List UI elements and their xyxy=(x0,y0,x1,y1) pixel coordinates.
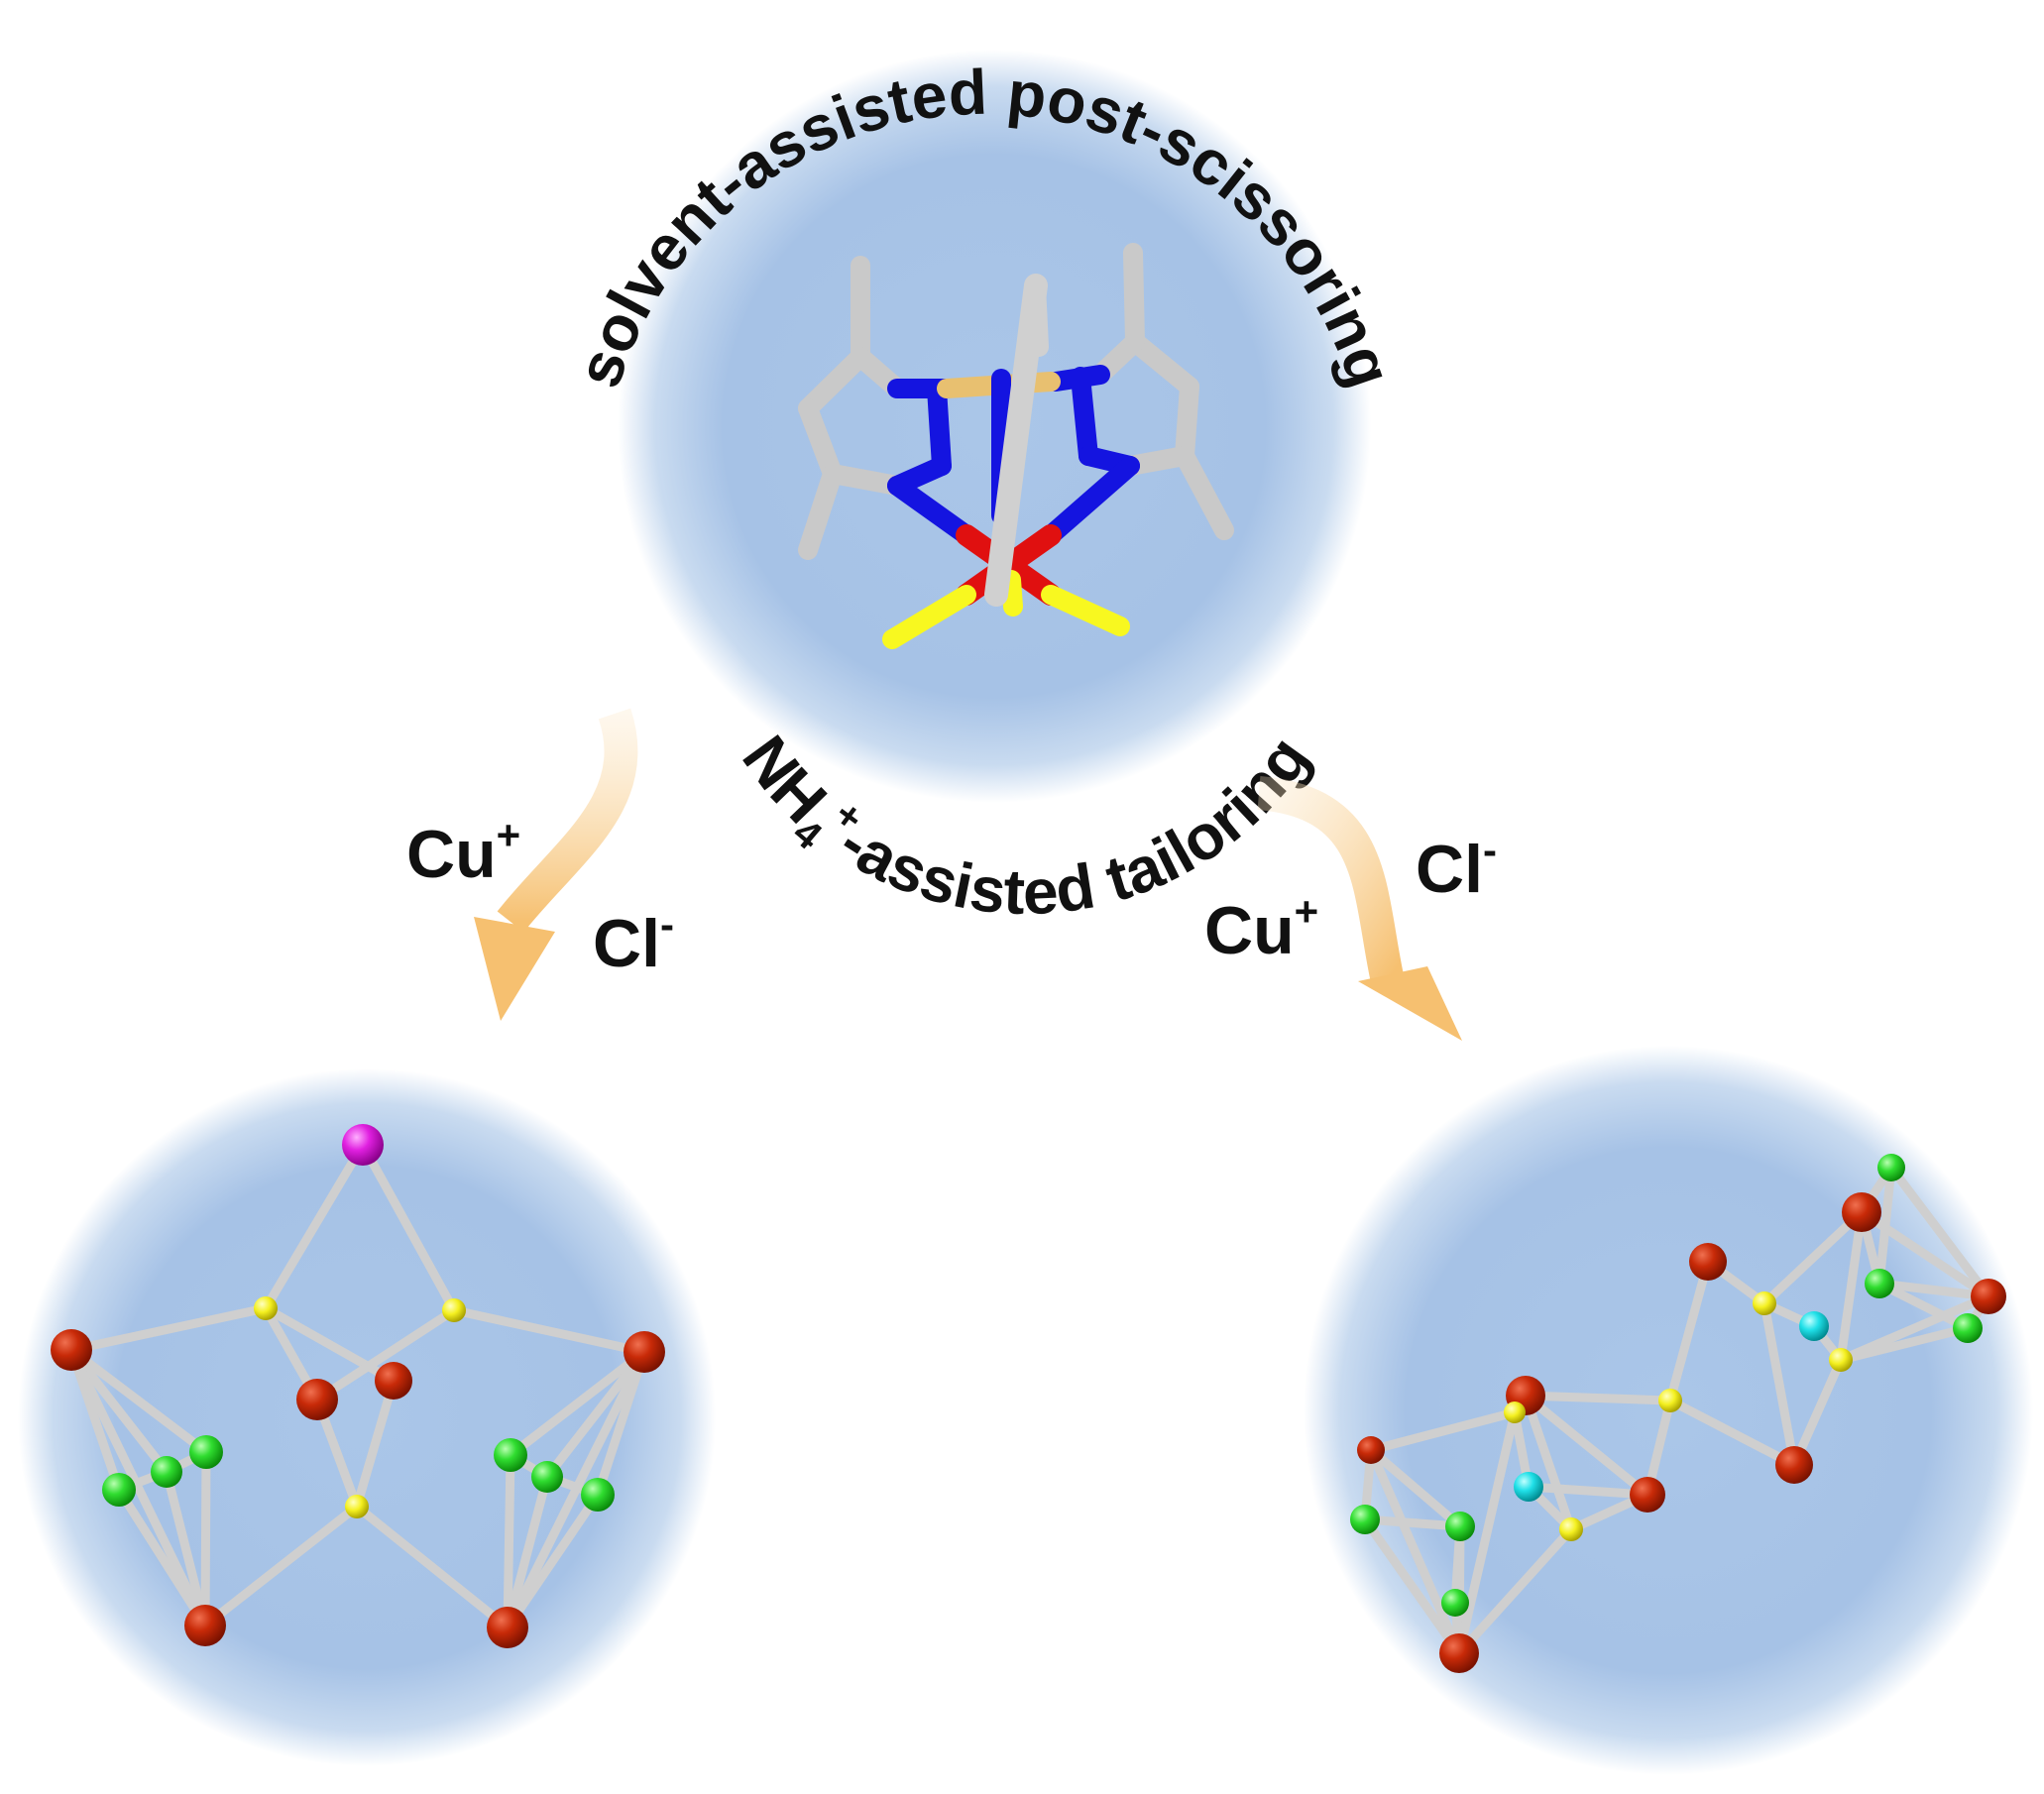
green-node xyxy=(531,1461,563,1493)
green-node xyxy=(1445,1512,1475,1541)
bond xyxy=(1360,1514,1464,1658)
red-node xyxy=(624,1331,665,1373)
cyan-node xyxy=(1799,1311,1829,1341)
yellow-node xyxy=(1829,1348,1853,1372)
bond xyxy=(503,1472,552,1632)
bond xyxy=(1760,1298,1799,1470)
bond xyxy=(542,1347,649,1482)
left-anion-label: Cl- xyxy=(593,901,674,981)
left-cluster xyxy=(51,1124,665,1648)
bond xyxy=(162,1467,210,1630)
red-node xyxy=(51,1329,92,1371)
magenta-node xyxy=(342,1124,384,1166)
bond xyxy=(503,1490,603,1632)
bond xyxy=(352,1376,398,1512)
green-node xyxy=(1441,1589,1469,1617)
bond xyxy=(1360,1514,1465,1531)
bond xyxy=(66,1303,271,1355)
bond xyxy=(312,1305,459,1404)
cyan-node xyxy=(1514,1472,1543,1502)
red-node xyxy=(1775,1446,1813,1484)
bond xyxy=(1886,1163,1993,1301)
left-reaction-arrow xyxy=(474,708,638,1021)
bond xyxy=(1524,1482,1652,1500)
bond xyxy=(1366,1445,1464,1658)
red-node xyxy=(1630,1477,1665,1513)
right-anion-label: Cl- xyxy=(1416,827,1497,907)
bond xyxy=(66,1345,210,1630)
bond xyxy=(1836,1207,1867,1365)
green-node xyxy=(581,1478,615,1512)
red-node xyxy=(296,1379,338,1420)
red-node xyxy=(375,1362,412,1400)
red-node xyxy=(184,1605,226,1646)
bond xyxy=(352,1502,512,1632)
green-node xyxy=(189,1435,223,1469)
bond xyxy=(449,1305,649,1357)
bond xyxy=(66,1345,211,1457)
bond xyxy=(1836,1323,1973,1365)
yellow-node xyxy=(1658,1389,1682,1412)
right-reaction-arrow xyxy=(1257,776,1462,1041)
yellow-node xyxy=(254,1296,278,1320)
yellow-node xyxy=(1504,1402,1526,1423)
yellow-node xyxy=(345,1495,369,1518)
bond xyxy=(114,1485,210,1630)
red-node xyxy=(487,1607,528,1648)
right-cation-label: Cu+ xyxy=(1204,888,1318,968)
bond xyxy=(1521,1391,1576,1534)
green-node xyxy=(1350,1505,1380,1534)
bond xyxy=(1521,1391,1652,1500)
red-node xyxy=(1689,1243,1727,1281)
bond xyxy=(1874,1279,1973,1333)
red-node xyxy=(1357,1436,1385,1464)
bond xyxy=(1874,1279,1993,1301)
bond xyxy=(1454,1407,1520,1658)
red-node xyxy=(1842,1192,1881,1232)
bond xyxy=(503,1450,515,1632)
yellow-node xyxy=(442,1298,466,1322)
red-node xyxy=(1971,1279,2006,1314)
bond xyxy=(1366,1407,1520,1455)
yellow-node xyxy=(1559,1517,1583,1541)
yellow-node xyxy=(1753,1291,1776,1315)
bond xyxy=(261,1140,368,1313)
green-node xyxy=(1865,1269,1894,1298)
bond xyxy=(1454,1524,1576,1658)
green-node xyxy=(1953,1313,1983,1343)
green-node xyxy=(151,1456,182,1488)
bond xyxy=(1874,1163,1896,1289)
bond xyxy=(1366,1445,1465,1531)
bond xyxy=(358,1140,459,1315)
bond xyxy=(200,1447,211,1630)
bond xyxy=(1789,1355,1846,1470)
bond xyxy=(66,1345,171,1477)
bond xyxy=(1760,1207,1867,1308)
bond xyxy=(200,1502,362,1630)
imidazolate-copper-molecule xyxy=(798,243,1234,649)
bond xyxy=(1521,1391,1675,1405)
green-node xyxy=(102,1473,136,1507)
right-cluster xyxy=(1350,1154,2006,1673)
red-node xyxy=(1439,1633,1479,1673)
bond xyxy=(506,1347,649,1460)
bond xyxy=(1665,1257,1713,1405)
green-node xyxy=(494,1438,527,1472)
bond xyxy=(1665,1396,1799,1470)
left-cation-label: Cu+ xyxy=(406,812,520,892)
green-node xyxy=(1877,1154,1905,1181)
